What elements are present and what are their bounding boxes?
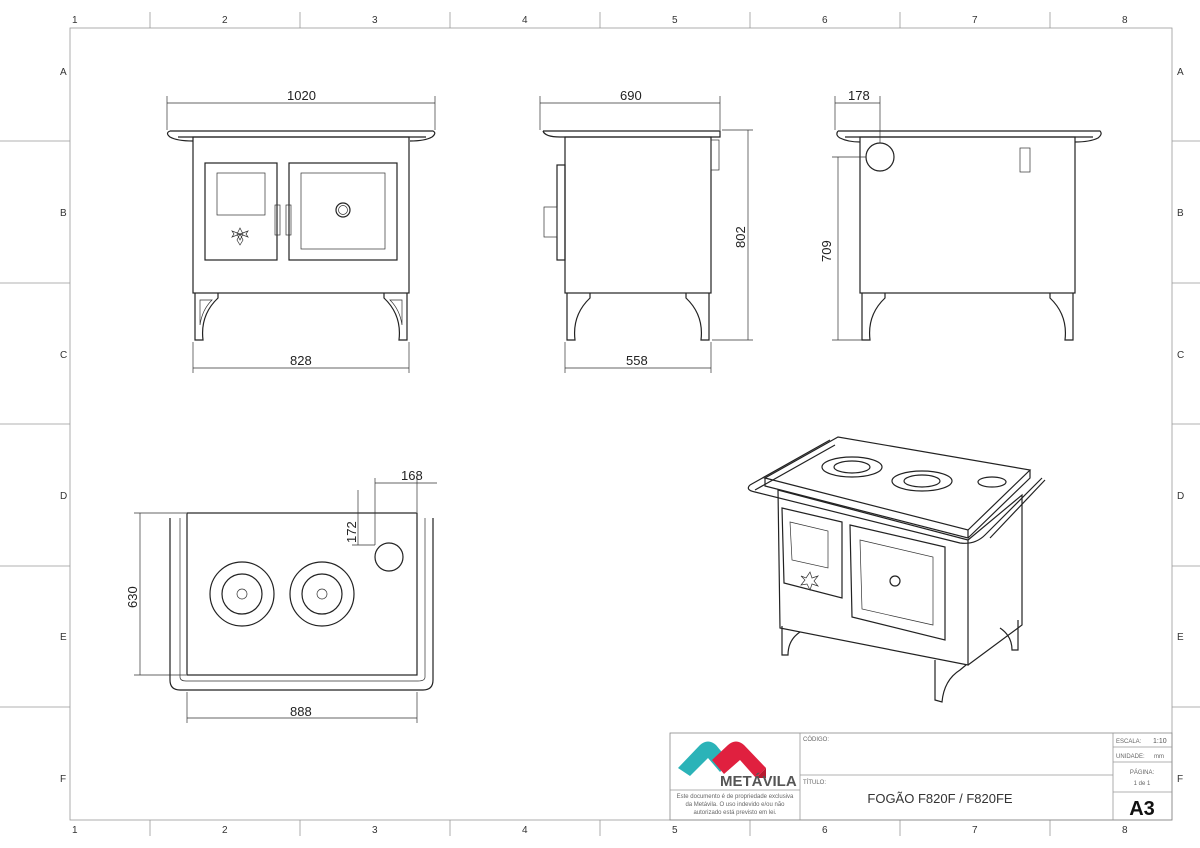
grid-row-c: C — [60, 350, 67, 361]
front-view: 1020 828 — [166, 88, 436, 373]
iso-air-vent-icon — [800, 571, 820, 591]
title-label: TÍTULO: — [803, 779, 826, 786]
dim-side-top-depth: 690 — [620, 88, 642, 103]
page-label: PÁGINA: — [1130, 769, 1155, 776]
metavila-logo: METÁVILA — [678, 741, 797, 790]
grid-col-1: 1 — [72, 15, 78, 26]
dim-side-body-depth: 558 — [626, 353, 648, 368]
title-block: METÁVILA Este documento é de propriedade… — [669, 732, 1173, 821]
grid-col-2: 2 — [222, 15, 228, 26]
notice-line-1: Este documento é de propriedade exclusiv… — [677, 794, 794, 800]
grid-row-b-right: B — [1177, 208, 1184, 219]
drawing-title: FOGÃO F820F / F820FE — [867, 791, 1013, 806]
page-value: 1 de 1 — [1134, 781, 1151, 787]
grid-row-b: B — [60, 208, 67, 219]
grid-col-3-bottom: 3 — [372, 825, 378, 836]
grid-col-4: 4 — [522, 15, 528, 26]
grid-col-8-bottom: 8 — [1122, 825, 1128, 836]
grid-col-1-bottom: 1 — [72, 825, 78, 836]
scale-value: 1:10 — [1153, 738, 1167, 745]
grid-col-5-bottom: 5 — [672, 825, 678, 836]
grid-col-2-bottom: 2 — [222, 825, 228, 836]
scale-label: ESCALA: — [1116, 739, 1142, 745]
grid-row-a: A — [60, 67, 67, 78]
sheet-size: A3 — [1129, 798, 1155, 820]
grid-col-8: 8 — [1122, 15, 1128, 26]
dim-front-body-width: 828 — [290, 353, 312, 368]
side-view: 690 558 802 — [539, 88, 753, 373]
dim-side-height: 802 — [733, 226, 748, 248]
grid-row-d: D — [60, 491, 67, 502]
grid-col-3: 3 — [372, 15, 378, 26]
grid-col-7-bottom: 7 — [972, 825, 978, 836]
grid-col-6: 6 — [822, 15, 828, 26]
grid-col-7: 7 — [972, 15, 978, 26]
dim-top-width: 888 — [290, 704, 312, 719]
unit-label: UNIDADE: — [1116, 754, 1145, 760]
grid-col-6-bottom: 6 — [822, 825, 828, 836]
grid-row-e: E — [60, 632, 67, 643]
dim-back-flue-height: 709 — [819, 240, 834, 262]
sheet-frame: 1 2 3 4 5 6 7 8 1 2 3 4 5 6 7 8 A B C D … — [0, 12, 1200, 836]
dim-top-depth: 630 — [125, 586, 140, 608]
unit-value: mm — [1154, 754, 1164, 760]
logo-text: METÁVILA — [720, 773, 797, 790]
code-label: CÓDIGO: — [803, 736, 829, 743]
grid-row-c-right: C — [1177, 350, 1184, 361]
grid-row-d-right: D — [1177, 491, 1184, 502]
dim-front-top-width: 1020 — [287, 88, 316, 103]
back-view: 178 709 — [819, 88, 1102, 341]
dim-back-flue-offset: 178 — [848, 88, 870, 103]
grid-col-4-bottom: 4 — [522, 825, 528, 836]
dim-top-flue-y: 172 — [344, 521, 359, 543]
grid-row-f: F — [60, 774, 66, 785]
grid-row-e-right: E — [1177, 632, 1184, 643]
air-vent-icon — [231, 227, 249, 246]
grid-col-5: 5 — [672, 15, 678, 26]
isometric-view — [747, 436, 1046, 703]
dim-top-flue-x: 168 — [401, 468, 423, 483]
grid-row-a-right: A — [1177, 67, 1184, 78]
notice-line-2: da Metávila. O uso indevido e/ou não — [685, 802, 785, 808]
top-view: 630 888 168 172 — [125, 468, 437, 723]
notice-line-3: autorizado está previsto em lei. — [693, 810, 776, 816]
grid-row-f-right: F — [1177, 774, 1183, 785]
